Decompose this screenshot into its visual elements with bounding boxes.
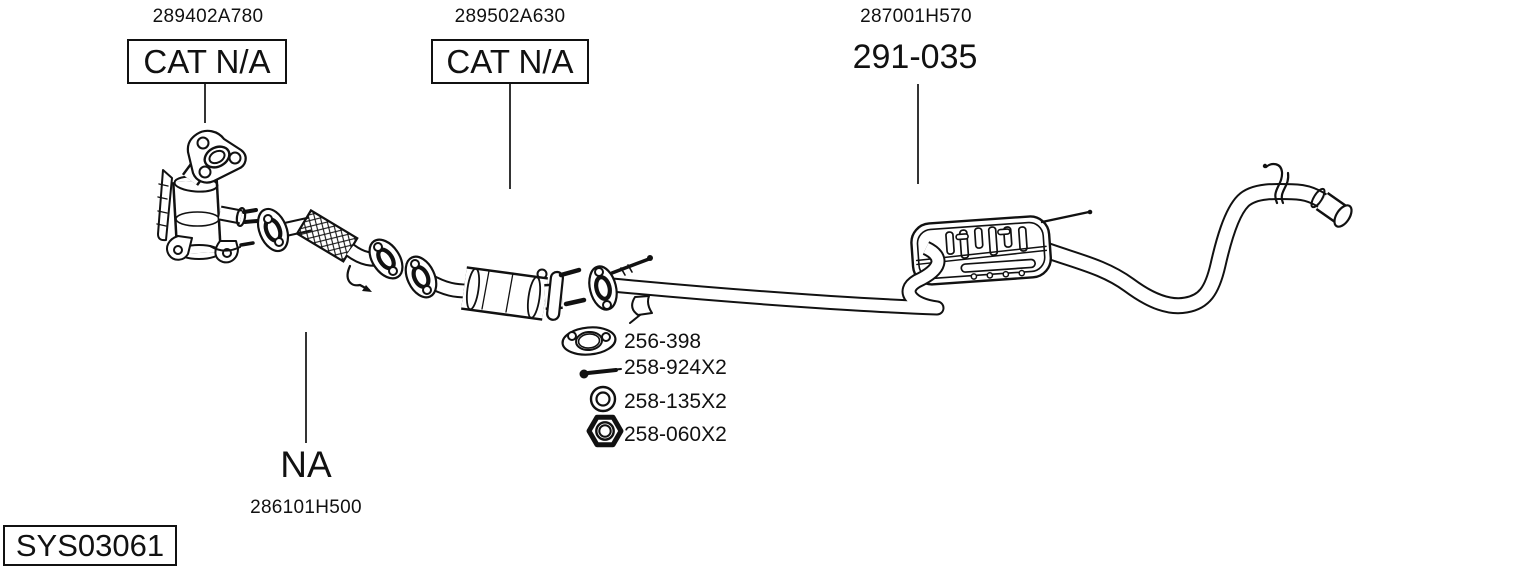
washer-icon <box>589 385 617 413</box>
muffler-hanger-rod <box>1040 210 1091 224</box>
callout-label-muffler: 291-035 <box>852 38 978 76</box>
mid-pipe <box>588 241 946 324</box>
hardware-label-bolt: 258-924X2 <box>624 356 727 379</box>
tailpipe-hanger-wire <box>1264 162 1284 205</box>
part-number-muffler: 287001H570 <box>860 6 972 27</box>
flex-rear-flange <box>368 238 404 280</box>
hardware-label-washer: 258-135X2 <box>624 390 727 413</box>
mid-pipe-flange <box>588 265 618 311</box>
mid-cat-flange <box>404 255 438 299</box>
nut-icon <box>586 414 624 448</box>
callout-box-front-cat: CAT N/A <box>127 39 287 84</box>
muffler <box>910 209 1093 286</box>
part-number-mid-cat: 289502A630 <box>454 6 566 27</box>
hanger-hook <box>346 264 371 292</box>
gasket-icon <box>561 326 617 356</box>
hardware-label-gasket: 256-398 <box>624 330 702 353</box>
flange-spring-bolt <box>610 257 651 275</box>
callout-label-front-pipe: NA <box>280 444 332 485</box>
leader-lines <box>204 80 919 443</box>
system-code-box: SYS03061 <box>3 525 177 566</box>
flex-front-flange <box>256 207 290 253</box>
part-number-front-cat: 289402A780 <box>152 6 264 27</box>
heat-shield <box>157 169 173 242</box>
tail-pipe <box>1037 162 1353 315</box>
flex-pipe <box>256 207 404 292</box>
hardware-label-nut: 258-060X2 <box>624 423 727 446</box>
outlet-flange-plate <box>546 270 564 321</box>
mid-catalytic-converter <box>404 255 587 321</box>
exhaust-tip <box>1333 204 1353 228</box>
pipe-bracket <box>631 295 653 316</box>
part-number-front-pipe: 286101H500 <box>250 497 362 518</box>
bolt-icon <box>579 368 622 379</box>
callout-box-mid-cat: CAT N/A <box>431 39 589 84</box>
front-catalytic-converter <box>156 129 259 264</box>
